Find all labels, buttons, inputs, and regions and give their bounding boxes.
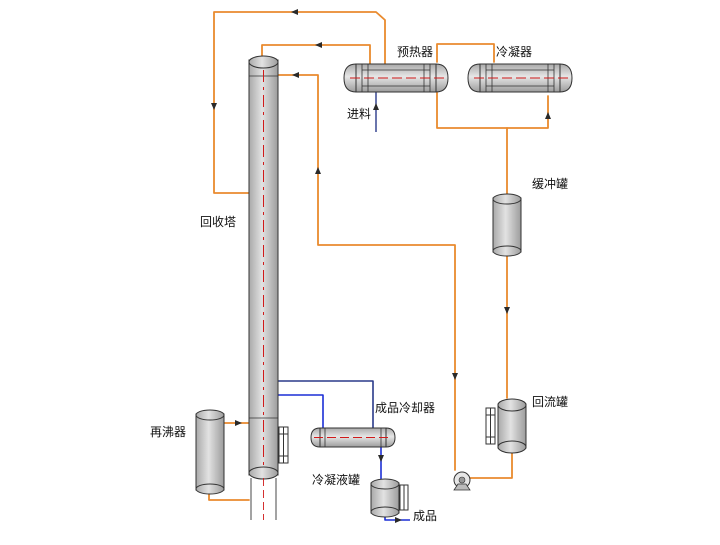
pipe-tower-to-return bbox=[277, 74, 456, 471]
label-recovery-tower: 回收塔 bbox=[200, 215, 236, 229]
label-condensate-tank: 冷凝液罐 bbox=[312, 472, 360, 487]
label-buffer-tank: 缓冲罐 bbox=[532, 176, 568, 191]
arrow-riser bbox=[315, 167, 321, 174]
arrow-top-loop bbox=[291, 9, 298, 15]
product-cooler bbox=[310, 427, 396, 448]
arrow-cooler-tank bbox=[378, 455, 384, 462]
reflux-tank bbox=[485, 398, 527, 454]
condensate-tank bbox=[370, 478, 409, 518]
reboiler bbox=[195, 409, 225, 495]
reflux-pump bbox=[453, 471, 471, 491]
arrow-reboiler bbox=[235, 420, 242, 426]
preheater bbox=[343, 63, 449, 93]
labels: 预热器 冷凝器 进料 缓冲罐 回收塔 成品冷却器 回流罐 再沸器 冷凝液罐 成品 bbox=[150, 44, 568, 523]
pipe-preheater-to-condenser bbox=[436, 43, 495, 63]
label-product: 成品 bbox=[413, 509, 437, 523]
label-condenser: 冷凝器 bbox=[496, 44, 532, 59]
pipe-tower-to-cooler bbox=[278, 394, 324, 428]
pipe-reboiler-bottom bbox=[208, 493, 250, 501]
pipe-condenser-loop bbox=[436, 91, 549, 129]
label-reboiler: 再沸器 bbox=[150, 425, 186, 439]
buffer-tank bbox=[492, 193, 522, 257]
label-reflux-tank: 回流罐 bbox=[532, 395, 568, 409]
pipe-thin-return bbox=[278, 380, 374, 428]
arrow-second-loop bbox=[315, 42, 322, 48]
label-product-cooler: 成品冷却器 bbox=[375, 401, 435, 415]
pipe-overhead-vapor bbox=[213, 11, 386, 194]
arrow-pump-line bbox=[452, 373, 458, 380]
arrow-product bbox=[395, 517, 402, 523]
arrow-tower-return bbox=[292, 72, 299, 78]
pipe-reflux-to-pump bbox=[469, 451, 513, 479]
arrow-buffer bbox=[504, 307, 510, 314]
label-preheater: 预热器 bbox=[397, 45, 433, 59]
condenser bbox=[467, 63, 573, 93]
arrow-left-down bbox=[211, 103, 217, 110]
tower-bracket bbox=[278, 426, 289, 464]
flow-arrows bbox=[211, 9, 551, 523]
arrow-condenser-up bbox=[545, 112, 551, 119]
recovery-tower bbox=[248, 55, 279, 520]
label-feed: 进料 bbox=[347, 107, 371, 121]
arrow-feed bbox=[373, 103, 379, 110]
